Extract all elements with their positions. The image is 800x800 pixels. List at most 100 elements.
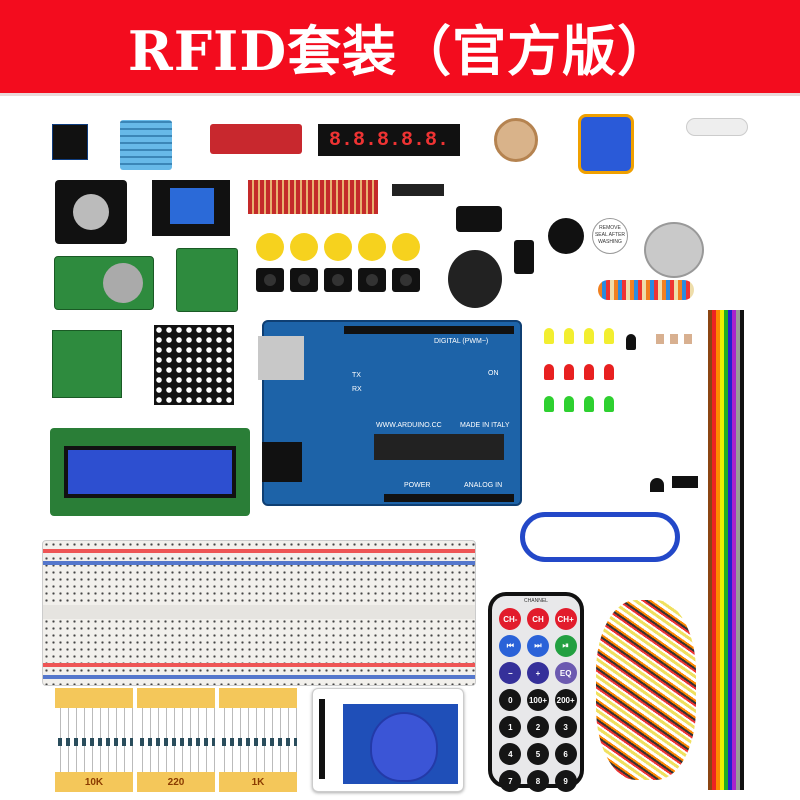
resistor-label-10k: 10K: [55, 772, 133, 792]
red-led: [604, 364, 614, 380]
remote-button[interactable]: −: [499, 662, 522, 684]
breadboard: [42, 540, 476, 686]
resistor-strip-top: [55, 688, 133, 708]
battery-clip: [456, 206, 502, 232]
title-banner: RFID套装（官方版）: [0, 0, 800, 96]
dc-jack: [514, 240, 534, 274]
tactile-switch: [392, 268, 420, 292]
remote-button[interactable]: +: [526, 662, 549, 684]
remote-button[interactable]: CH-: [499, 608, 522, 630]
shift-register-chip: [392, 184, 444, 196]
ir-sensor-module: [52, 124, 88, 160]
atmega-chip: [374, 434, 504, 460]
sound-sensor-module: [210, 124, 302, 154]
yellow-led: [544, 328, 554, 344]
power-label: POWER: [404, 482, 431, 489]
red-led: [544, 364, 554, 380]
remote-button[interactable]: 8: [526, 770, 549, 792]
remote-button[interactable]: 4: [499, 743, 522, 765]
tilt-switches: [672, 476, 698, 488]
button-cap: [392, 233, 420, 261]
joystick-module: [55, 180, 127, 244]
red-led: [564, 364, 574, 380]
site-label: WWW.ARDUINO.CC: [376, 422, 442, 429]
yellow-led: [564, 328, 574, 344]
remote-button[interactable]: CH+: [554, 608, 577, 630]
remote-button[interactable]: 7: [499, 770, 522, 792]
remote-button[interactable]: 9: [554, 770, 577, 792]
stepper-cable: [598, 280, 694, 300]
tactile-switch: [358, 268, 386, 292]
button-cap: [324, 233, 352, 261]
remote-button[interactable]: 2: [526, 716, 549, 738]
led-matrix: [154, 325, 234, 405]
lcd-1602: [50, 428, 250, 516]
analog-header: [384, 494, 514, 502]
remote-button[interactable]: CH: [526, 608, 549, 630]
button-cap: [256, 233, 284, 261]
rfid-keyfob-tag: [370, 712, 438, 782]
remote-button[interactable]: 100+: [526, 689, 549, 711]
remote-button[interactable]: 5: [526, 743, 549, 765]
joystick-cap: [448, 250, 502, 308]
banner-title: RFID套装（官方版）: [127, 19, 673, 83]
resistor-bodies: [219, 738, 297, 746]
usb-cable: [520, 512, 680, 562]
green-led: [544, 396, 554, 412]
remote-button[interactable]: ⏮: [499, 635, 522, 657]
digital-header: [344, 326, 514, 334]
button-cap: [290, 233, 318, 261]
resistor-strip-top: [137, 688, 215, 708]
resistor-label-1k: 1K: [219, 772, 297, 792]
potentiometer: [494, 118, 538, 162]
green-led: [604, 396, 614, 412]
jumper-wires-bundle: [596, 600, 696, 780]
tactile-switch: [256, 268, 284, 292]
remote-button[interactable]: 3: [554, 716, 577, 738]
resistor-label-220: 220: [137, 772, 215, 792]
remote-button[interactable]: ⏯: [554, 635, 577, 657]
remote-button[interactable]: 200+: [554, 689, 577, 711]
red-led: [584, 364, 594, 380]
resistor-bodies: [55, 738, 133, 746]
servo-horn: [686, 118, 748, 136]
on-label: ON: [488, 370, 499, 377]
resistor-bodies: [137, 738, 215, 746]
dht11-sensor: [120, 120, 172, 170]
ir-receiver-led: [626, 334, 636, 350]
seven-segment-4digit: 8.8.8.8.8.: [318, 124, 460, 156]
photoresistors: [656, 334, 696, 344]
green-led: [564, 396, 574, 412]
digital-label: DIGITAL (PWM~): [434, 338, 489, 345]
rx-label: RX: [352, 386, 362, 393]
resistor-strip-top: [219, 688, 297, 708]
remote-button[interactable]: 6: [554, 743, 577, 765]
rtc-module: [54, 256, 154, 310]
green-led: [584, 396, 594, 412]
servo-motor: [578, 114, 634, 174]
tx-label: TX: [352, 372, 361, 379]
power-jack: [262, 442, 302, 482]
remote-button[interactable]: 0: [499, 689, 522, 711]
tactile-switch: [324, 268, 352, 292]
buzzer-seal-sticker: REMOVE SEAL AFTER WASHING: [592, 218, 628, 254]
made-label: MADE IN ITALY: [460, 422, 510, 429]
yellow-led: [604, 328, 614, 344]
remote-button[interactable]: 1: [499, 716, 522, 738]
transistor: [650, 478, 664, 492]
stepper-motor: [644, 222, 704, 278]
water-level-sensor: [248, 180, 378, 214]
tactile-switch: [290, 268, 318, 292]
buzzer: [548, 218, 584, 254]
relay-module: [152, 180, 230, 236]
dupont-ribbon-cable: [708, 310, 744, 790]
keypad-4x4: [52, 330, 122, 398]
channel-label: CHANNEL: [524, 598, 548, 604]
stepper-driver-board: [176, 248, 238, 312]
remote-button[interactable]: EQ: [554, 662, 577, 684]
usb-port: [258, 336, 304, 380]
analog-label: ANALOG IN: [464, 482, 503, 489]
remote-button[interactable]: ⏭: [526, 635, 549, 657]
arduino-uno-board: DIGITAL (PWM~) ANALOG IN POWER WWW.ARDUI…: [258, 320, 522, 506]
